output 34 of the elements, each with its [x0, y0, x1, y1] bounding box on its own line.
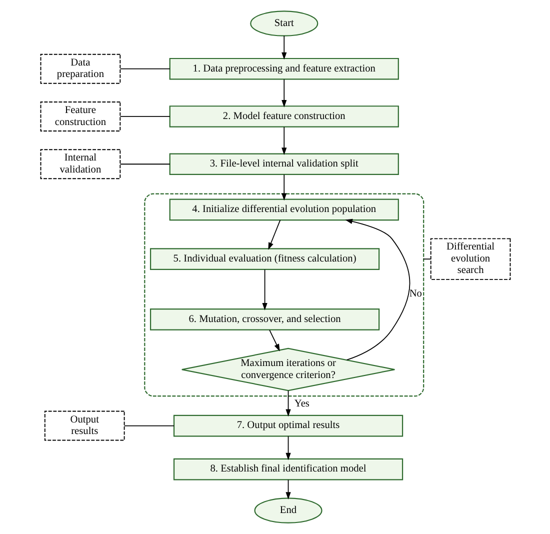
node-box: 3. File-level internal validation split: [168, 153, 398, 176]
arrow: [262, 269, 267, 310]
node-box: Data preparation: [40, 54, 120, 84]
arrow: [268, 220, 280, 250]
arrow: [281, 78, 286, 108]
connector: [123, 425, 174, 426]
node-box: 4. Initialize differential evolution population: [168, 198, 398, 221]
node-diamond: Maximum iterations or convergence criterion?: [180, 348, 395, 392]
arrow: [268, 330, 280, 352]
arrow: [281, 35, 286, 60]
arrow: [285, 436, 290, 460]
connector: [119, 164, 170, 165]
edge-label: No: [408, 288, 422, 300]
node-box: 2. Model feature construction: [168, 106, 398, 128]
arrow: [281, 174, 286, 201]
arrow: [281, 126, 286, 155]
node-box: Feature construction: [40, 102, 120, 132]
node-ellipse: Start: [250, 10, 318, 36]
node-box: Internal validation: [40, 149, 120, 180]
edge-label: Yes: [294, 398, 309, 410]
node-box: Output results: [44, 410, 124, 441]
arrow: [285, 479, 290, 500]
node-box: 6. Mutation, crossover, and selection: [149, 308, 380, 330]
node-box: 7. Output optimal results: [172, 414, 403, 437]
arrow: [344, 218, 410, 360]
node-box: 5. Individual evaluation (fitness calculation): [149, 248, 380, 270]
connector: [119, 116, 170, 117]
node-box: 1. Data preprocessing and feature extraction: [168, 58, 398, 80]
node-box: Differential evolution search: [430, 238, 510, 280]
node-ellipse: End: [254, 498, 322, 524]
connector: [119, 68, 170, 70]
connector: [422, 258, 431, 260]
arrow: [285, 390, 290, 417]
node-box: 8. Establish final identification model: [172, 458, 403, 480]
